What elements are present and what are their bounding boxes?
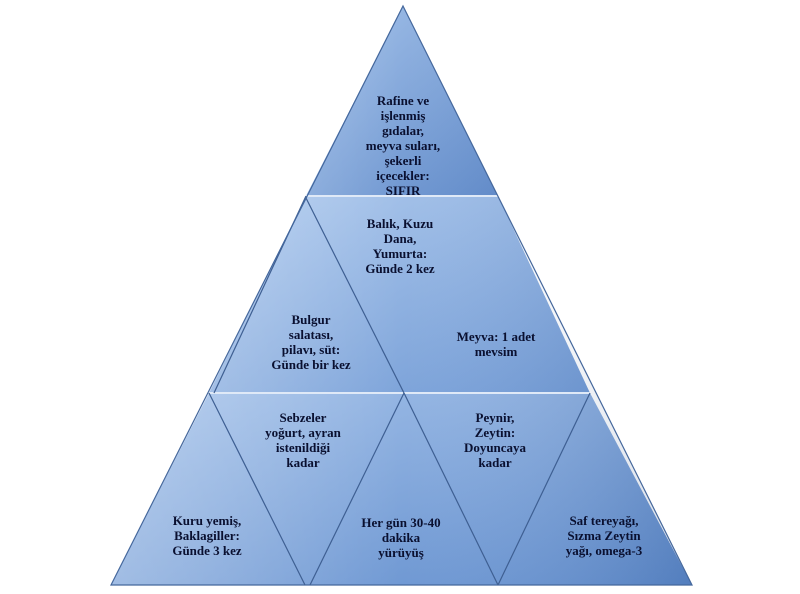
label-line: Baklagiller: xyxy=(174,528,240,543)
label-line: Rafine ve xyxy=(376,93,430,108)
label-line: gıdalar, xyxy=(382,123,424,138)
label-line: kadar xyxy=(286,455,320,470)
middle-divider-right xyxy=(305,197,405,394)
label-line: Günde bir kez xyxy=(271,357,351,372)
bottom-divider-2 xyxy=(309,392,405,586)
bottom-divider-3 xyxy=(403,392,499,586)
label-line: mevsim xyxy=(474,344,518,359)
label-line: pilavı, süt: xyxy=(281,342,341,357)
label-line: meyva suları, xyxy=(365,138,441,153)
bottom-divider-4 xyxy=(497,392,591,586)
pyramid-shading xyxy=(111,6,692,585)
label-line: Yumurta: xyxy=(372,246,428,261)
label-line: Doyuncaya xyxy=(463,440,527,455)
label-line: Kuru yemiş, xyxy=(172,513,242,528)
label-line: dakika xyxy=(381,530,421,545)
label-line: istenildiği xyxy=(275,440,331,455)
label-line: Saf tereyağı, xyxy=(569,513,639,528)
label-line: kadar xyxy=(478,455,512,470)
label-line: Sebzeler xyxy=(279,410,327,425)
label-line: Peynir, xyxy=(475,410,515,425)
pyramid-outline xyxy=(110,4,693,586)
label-processed-foods: Rafine ve işlenmiş gıdalar, meyva suları… xyxy=(343,93,463,198)
label-line: Sızma Zeytin xyxy=(567,528,641,543)
label-butter-oils: Saf tereyağı, Sızma Zeytin yağı, omega-3 xyxy=(545,513,663,558)
label-line: Günde 3 kez xyxy=(172,543,242,558)
label-line: yağı, omega-3 xyxy=(565,543,643,558)
label-line: şekerli xyxy=(384,153,422,168)
label-walking: Her gün 30-40 dakika yürüyüş xyxy=(345,515,457,560)
label-line: yoğurt, ayran xyxy=(265,425,341,440)
label-line: SIFIR xyxy=(385,183,421,198)
label-line: Her gün 30-40 xyxy=(361,515,441,530)
label-line: yürüyüş xyxy=(378,545,424,560)
label-vegetables-dairy: Sebzeler yoğurt, ayran istenildiği kadar xyxy=(248,410,358,470)
label-bulgur: Bulgur salatası, pilavı, süt: Günde bir … xyxy=(256,312,366,372)
label-cheese-olives: Peynir, Zeytin: Doyuncaya kadar xyxy=(445,410,545,470)
label-line: Günde 2 kez xyxy=(365,261,435,276)
label-meat-eggs: Balık, Kuzu Dana, Yumurta: Günde 2 kez xyxy=(345,216,455,276)
label-fruit: Meyva: 1 adet mevsim xyxy=(440,329,552,359)
label-line: Meyva: 1 adet xyxy=(456,329,536,344)
label-line: Dana, xyxy=(383,231,417,246)
label-line: salatası, xyxy=(288,327,334,342)
label-line: içecekler: xyxy=(376,168,430,183)
label-line: Bulgur xyxy=(291,312,331,327)
bottom-divider-1 xyxy=(208,392,306,586)
label-nuts-legumes: Kuru yemiş, Baklagiller: Günde 3 kez xyxy=(152,513,262,558)
label-line: işlenmiş xyxy=(380,108,426,123)
label-line: Zeytin: xyxy=(474,425,516,440)
label-line: Balık, Kuzu xyxy=(366,216,434,231)
